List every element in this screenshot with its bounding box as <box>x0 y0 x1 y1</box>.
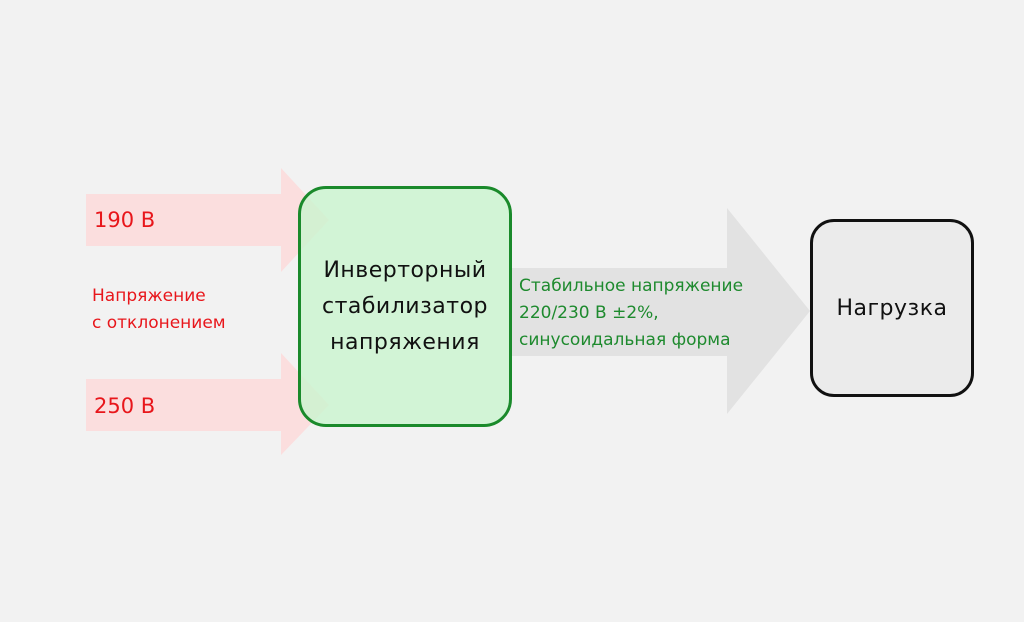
stabilizer-label-line3: напряжения <box>330 329 480 355</box>
deviation-label-line1: Напряжение <box>92 286 206 306</box>
load-label: Нагрузка <box>836 295 948 321</box>
stable-voltage-label: Стабильное напряжение 220/230 В ±2%, син… <box>519 273 743 354</box>
input-arrow-bottom <box>86 353 329 455</box>
input-voltage-250: 250 В <box>94 394 156 418</box>
stable-label-line2: 220/230 В ±2%, <box>519 303 659 323</box>
input-arrow-top <box>86 168 329 272</box>
stabilizer-label-line1: Инверторный <box>323 257 487 283</box>
load-box: Нагрузка <box>810 219 974 397</box>
stabilizer-label-line2: стабилизатор <box>321 293 489 319</box>
deviation-label-line2: с отклонением <box>92 313 226 333</box>
stabilizer-label: Инверторный стабилизатор напряжения <box>322 253 488 361</box>
inverter-stabilizer-box: Инверторный стабилизатор напряжения <box>298 186 512 427</box>
stable-label-line3: синусоидальная форма <box>519 330 731 350</box>
deviation-voltage-label: Напряжение с отклонением <box>92 283 226 337</box>
input-voltage-190: 190 В <box>94 208 156 232</box>
stable-label-line1: Стабильное напряжение <box>519 276 744 296</box>
output-arrow <box>512 208 810 414</box>
